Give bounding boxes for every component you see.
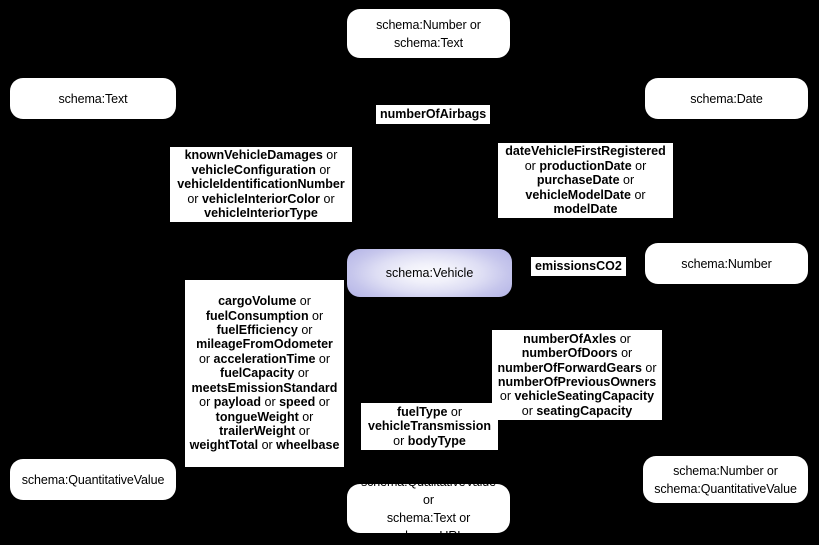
property-separator: or: [393, 433, 408, 448]
property-group-date[interactable]: dateVehicleFirstRegistered or production…: [498, 143, 673, 218]
property-separator: or: [616, 331, 631, 346]
property-separator: or: [524, 158, 540, 173]
property-group-quantitative-value[interactable]: cargoVolume or fuelConsumption or fuelEf…: [185, 280, 344, 467]
property-name: meetsEmissionStandard: [191, 380, 338, 395]
property-name: fuelEfficiency: [216, 323, 298, 338]
property-name: seatingCapacity: [536, 403, 633, 418]
type-node-qualitative-value-text-url[interactable]: schema:QualitativeValue or schema:Text o…: [347, 475, 510, 543]
edge-label-number-of-airbags[interactable]: numberOfAirbags: [376, 105, 491, 124]
property-name: numberOfAxles: [523, 331, 617, 346]
property-separator: or: [322, 148, 338, 163]
property-group-qualitative-value[interactable]: fuelType or vehicleTransmission or bodyT…: [361, 403, 498, 450]
property-separator: or: [619, 173, 635, 188]
property-name: speed: [279, 395, 316, 410]
property-separator: or: [521, 403, 537, 418]
property-separator: or: [315, 395, 330, 410]
property-name: knownVehicleDamages: [184, 148, 323, 163]
property-name: numberOfForwardGears: [497, 360, 642, 375]
property-name: dateVehicleFirstRegistered: [505, 144, 666, 159]
property-separator: or: [297, 323, 313, 338]
property-separator: or: [295, 423, 310, 438]
property-separator: or: [320, 191, 335, 206]
property-list: dateVehicleFirstRegistered or production…: [502, 144, 669, 216]
property-separator: or: [298, 409, 314, 424]
type-node-quantitative-value[interactable]: schema:QuantitativeValue: [10, 459, 176, 500]
property-name: bodyType: [407, 433, 466, 448]
property-separator: or: [315, 351, 331, 366]
property-name: wheelbase: [276, 438, 340, 453]
type-node-text[interactable]: schema:Text: [10, 78, 176, 119]
property-separator: or: [294, 366, 309, 381]
property-separator: or: [631, 158, 647, 173]
property-separator: or: [308, 308, 324, 323]
property-name: weightTotal: [189, 438, 259, 453]
property-name: payload: [213, 395, 262, 410]
property-separator: or: [198, 351, 214, 366]
property-name: purchaseDate: [536, 173, 620, 188]
property-separator: or: [261, 395, 280, 410]
property-separator: or: [199, 395, 214, 410]
property-name: tongueWeight: [215, 409, 299, 424]
property-name: productionDate: [539, 158, 632, 173]
edge-label-emissions-co2[interactable]: emissionsCO2: [531, 257, 626, 276]
property-separator: or: [315, 162, 331, 177]
property-name: trailerWeight: [219, 423, 296, 438]
property-name: fuelConsumption: [205, 308, 309, 323]
property-group-text[interactable]: knownVehicleDamages or vehicleConfigurat…: [170, 147, 352, 222]
property-separator: or: [187, 191, 202, 206]
property-name: vehicleTransmission: [368, 419, 491, 434]
property-name: vehicleInteriorType: [204, 206, 318, 221]
property-name: vehicleInteriorColor: [201, 191, 321, 206]
property-list: knownVehicleDamages or vehicleConfigurat…: [174, 148, 348, 220]
property-separator: or: [641, 360, 657, 375]
property-name: fuelCapacity: [220, 366, 295, 381]
property-name: cargoVolume: [218, 294, 297, 309]
property-separator: or: [631, 187, 646, 202]
property-list: cargoVolume or fuelConsumption or fuelEf…: [189, 294, 340, 452]
property-separator: or: [499, 389, 515, 404]
type-node-number-or-text[interactable]: schema:Number or schema:Text: [347, 9, 510, 58]
property-name: fuelType: [396, 404, 448, 419]
property-name: numberOfDoors: [521, 346, 618, 361]
property-separator: or: [258, 438, 277, 453]
type-node-date[interactable]: schema:Date: [645, 78, 808, 119]
subject-node-label: schema:Vehicle: [385, 266, 474, 280]
property-separator: or: [617, 346, 633, 361]
property-name: vehicleIdentificationNumber: [177, 177, 345, 192]
property-separator: or: [447, 404, 463, 419]
subject-node-vehicle[interactable]: schema:Vehicle: [347, 249, 512, 297]
property-name: accelerationTime: [213, 351, 316, 366]
type-node-number[interactable]: schema:Number: [645, 243, 808, 284]
property-list: fuelType or vehicleTransmission or bodyT…: [365, 405, 494, 448]
property-name: modelDate: [553, 202, 618, 217]
property-name: vehicleConfiguration: [191, 162, 316, 177]
property-name: vehicleSeatingCapacity: [514, 389, 655, 404]
property-separator: or: [296, 294, 311, 309]
property-name: numberOfPreviousOwners: [497, 375, 657, 389]
type-node-number-or-quantitative-value[interactable]: schema:Number or schema:QuantitativeValu…: [643, 456, 808, 503]
property-list: numberOfAxles or numberOfDoors or number…: [496, 332, 658, 418]
property-name: mileageFromOdometer: [196, 337, 333, 352]
property-group-number-or-quantitative-value[interactable]: numberOfAxles or numberOfDoors or number…: [492, 330, 662, 420]
property-name: vehicleModelDate: [525, 187, 631, 202]
